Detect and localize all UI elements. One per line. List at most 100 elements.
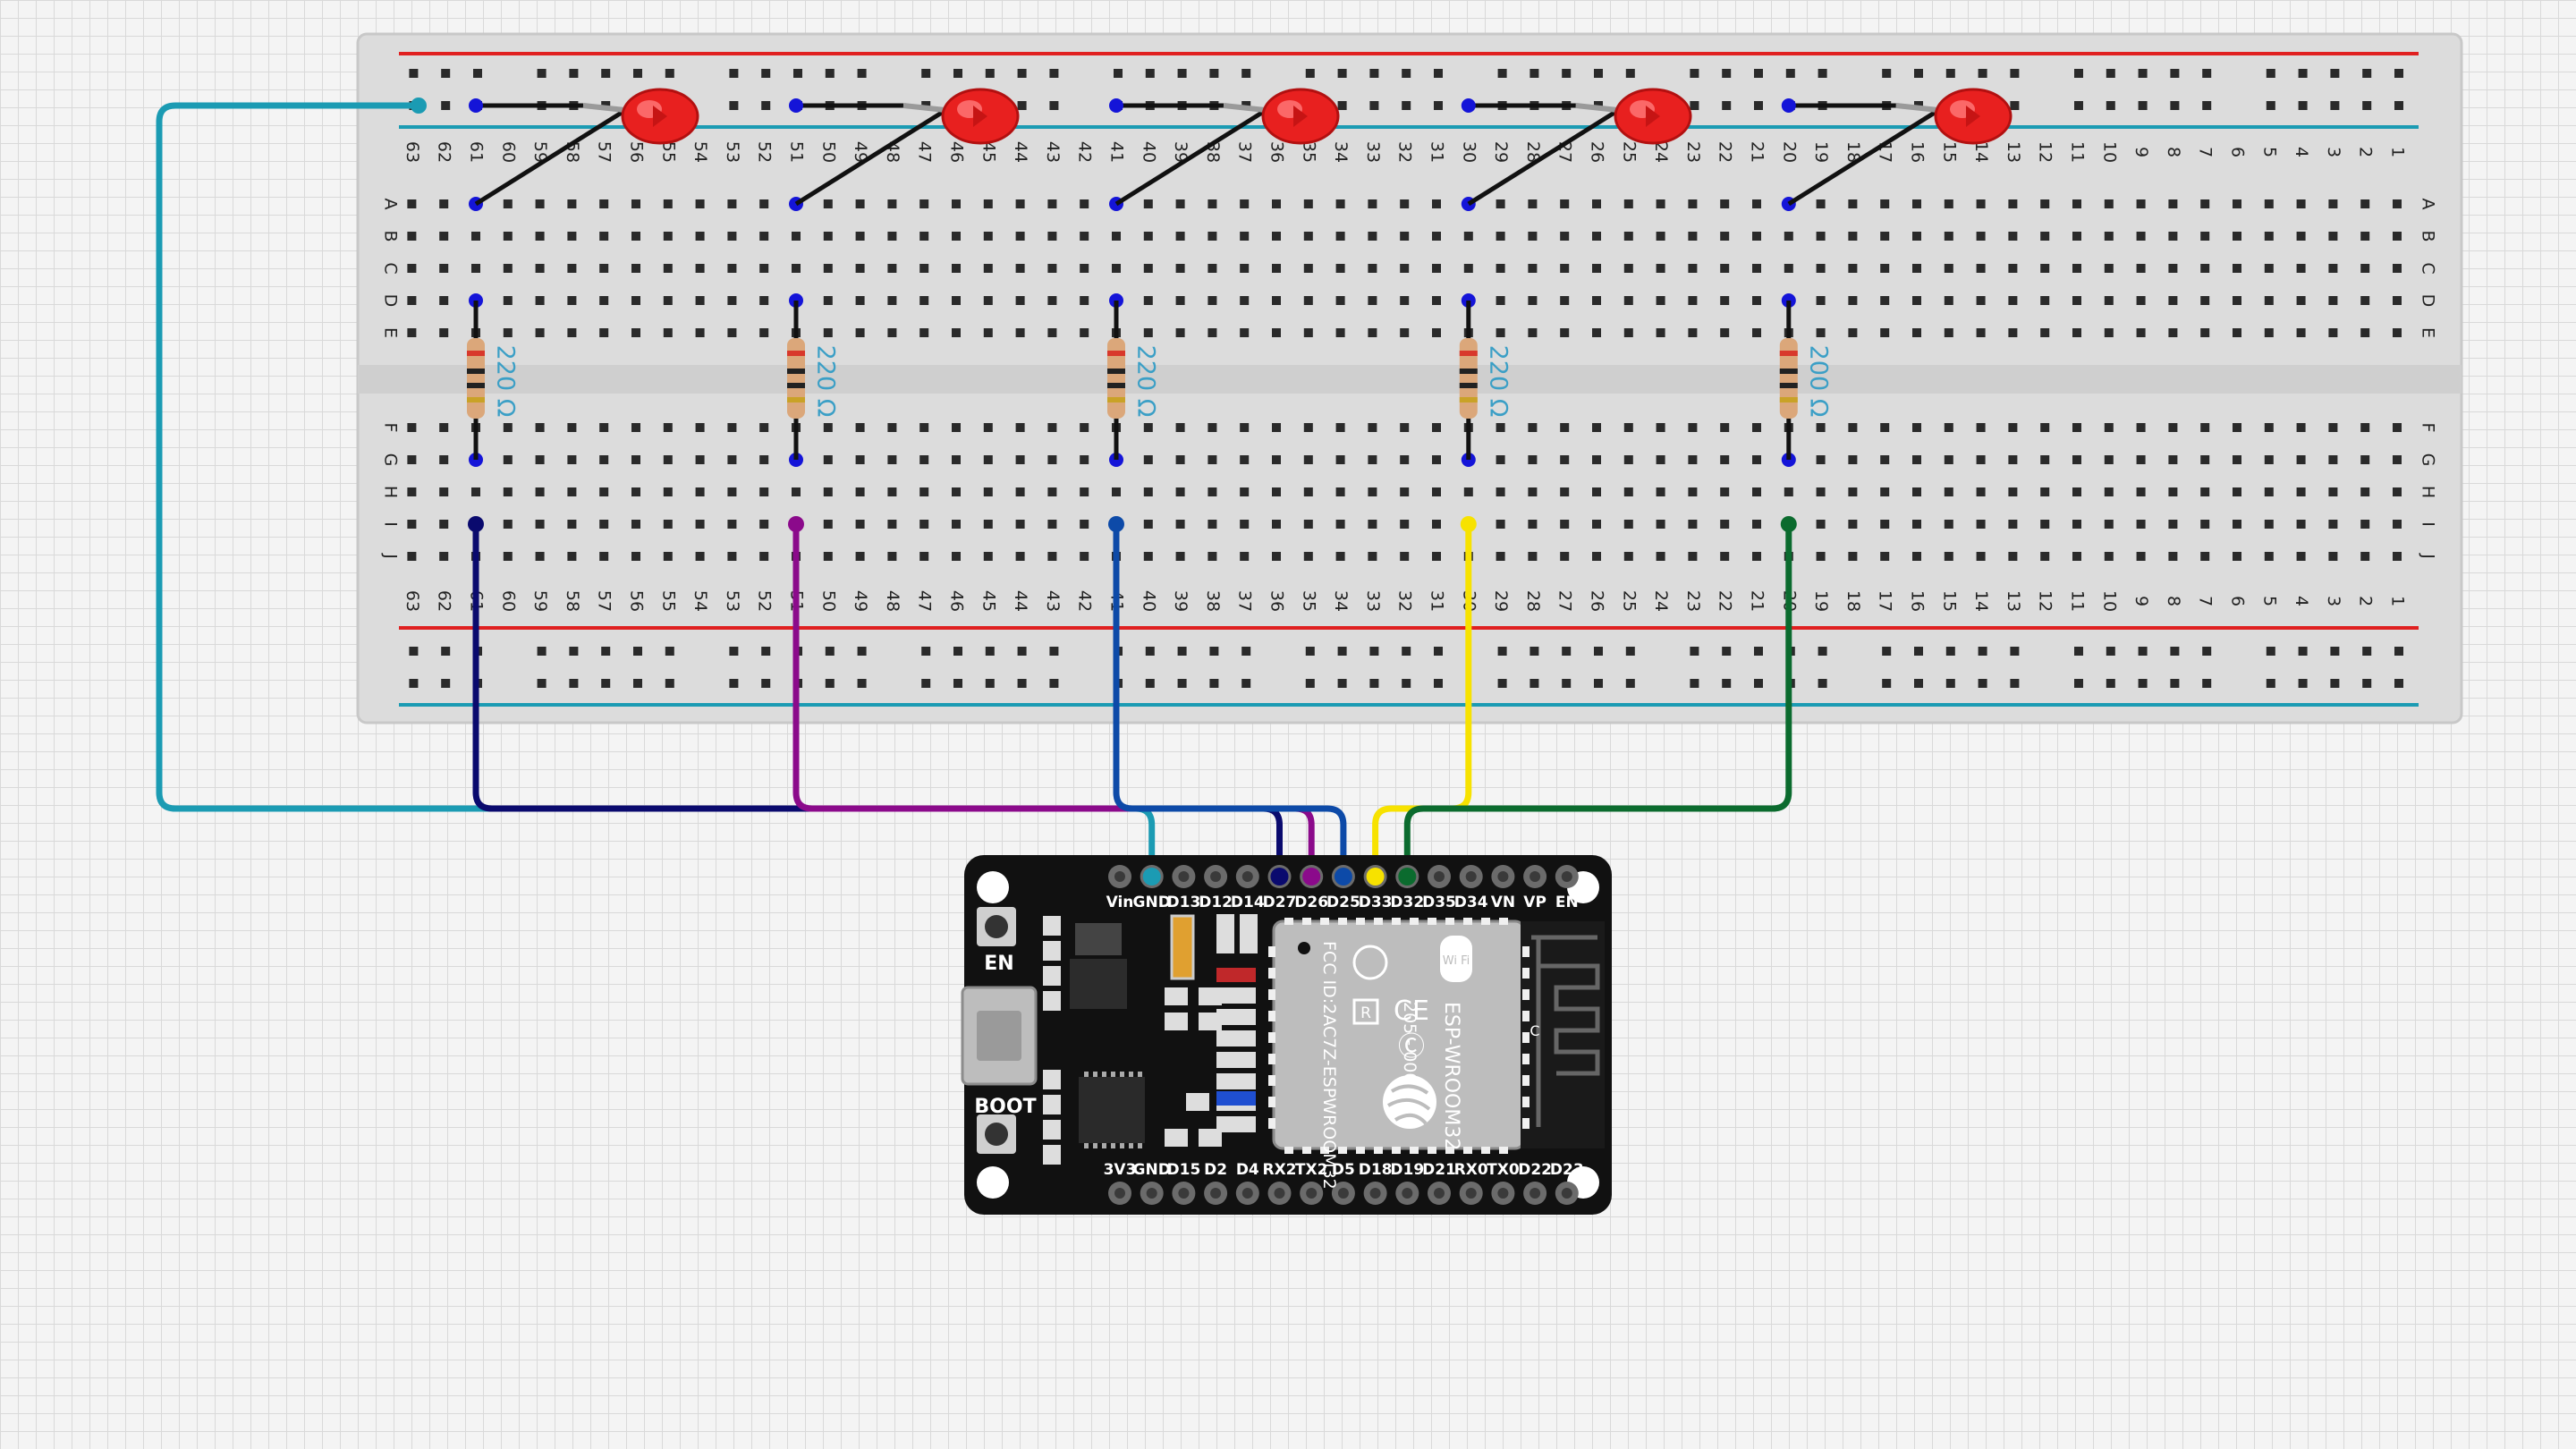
voltage-regulator	[1070, 959, 1127, 1009]
rail-hole	[1914, 69, 1923, 78]
breadboard-hole	[1816, 423, 1826, 432]
breadboard-hole	[1656, 552, 1665, 561]
column-number: 44	[1011, 590, 1030, 612]
breadboard-hole	[1143, 552, 1153, 561]
breadboard-hole	[1143, 264, 1153, 273]
breadboard-hole	[1015, 455, 1025, 464]
row-letter-b: B	[381, 230, 401, 242]
breadboard-hole	[1208, 264, 1217, 273]
breadboard-hole	[631, 232, 640, 241]
breadboard-hole	[1143, 296, 1153, 305]
rail-hole	[1690, 679, 1699, 688]
resistor-band	[1107, 383, 1125, 388]
signal-wire-pin-dot	[1398, 868, 1417, 886]
breadboard-hole	[1752, 264, 1761, 273]
rail-hole	[761, 69, 771, 78]
breadboard-hole	[2104, 199, 2114, 208]
breadboard-hole	[1976, 455, 1986, 464]
column-number: 18	[1843, 141, 1863, 163]
rail-hole	[2394, 101, 2403, 110]
breadboard-hole	[855, 232, 865, 241]
breadboard-hole	[1560, 328, 1570, 337]
rail-hole	[1594, 647, 1603, 656]
breadboard-hole	[1623, 328, 1633, 337]
breadboard-hole	[1143, 328, 1153, 337]
bottom-pin-label: RX0	[1454, 1161, 1488, 1179]
breadboard-hole	[2040, 199, 2050, 208]
resistor-band	[1459, 383, 1478, 388]
breadboard-hole	[535, 328, 545, 337]
top-pin-label: D34	[1454, 894, 1488, 911]
breadboard-hole	[407, 296, 417, 305]
ce-mark: CE	[1394, 996, 1429, 1027]
breadboard-hole	[1752, 520, 1761, 529]
rail-hole	[1690, 101, 1699, 110]
led-mark	[653, 106, 667, 127]
breadboard-hole	[1432, 552, 1441, 561]
signal-wire-3	[1113, 524, 1347, 877]
header-pin-hole	[1561, 1188, 1572, 1199]
rail-hole	[729, 101, 739, 110]
breadboard-hole	[1463, 487, 1473, 496]
breadboard-hole	[1688, 520, 1698, 529]
breadboard-hole	[1080, 520, 1089, 529]
breadboard-hole	[823, 520, 833, 529]
breadboard-hole	[1592, 552, 1601, 561]
breadboard-hole	[759, 199, 769, 208]
rail-hole	[1497, 679, 1507, 688]
breadboard-hole	[1463, 232, 1473, 241]
rail-hole	[1978, 679, 1987, 688]
module-pad	[1268, 1011, 1275, 1021]
column-number: 50	[818, 141, 838, 163]
usb-uart-chip	[1079, 1077, 1145, 1143]
column-number: 35	[1299, 590, 1318, 612]
breadboard-hole	[2040, 552, 2050, 561]
column-number: 18	[1843, 590, 1863, 612]
header-pin-hole	[1530, 871, 1541, 882]
rail-hole	[1625, 647, 1635, 656]
header-pin-hole	[1274, 1188, 1285, 1199]
breadboard-hole	[439, 232, 449, 241]
breadboard-hole	[407, 264, 417, 273]
rail-hole	[1625, 69, 1635, 78]
breadboard-hole	[1368, 487, 1377, 496]
breadboard-hole	[952, 520, 961, 529]
breadboard-hole	[2393, 328, 2402, 337]
breadboard-hole	[1496, 455, 1505, 464]
breadboard-hole	[727, 232, 737, 241]
breadboard-hole	[1175, 423, 1185, 432]
breadboard-hole	[1496, 264, 1505, 273]
module-pad	[1284, 1147, 1293, 1154]
rail-hole	[1497, 647, 1507, 656]
breadboard-hole	[1912, 296, 1921, 305]
rail-hole	[409, 679, 419, 688]
breadboard-hole	[727, 264, 737, 273]
column-number: 39	[1171, 141, 1191, 163]
breadboard-hole	[663, 232, 673, 241]
rail-hole	[2362, 679, 2372, 688]
module-pad	[1338, 918, 1347, 925]
rail-hole	[2330, 101, 2340, 110]
column-number: 11	[2068, 141, 2088, 163]
breadboard-hole	[1208, 423, 1217, 432]
bottom-pin-label: D22	[1518, 1161, 1552, 1179]
top-pin-label: D14	[1231, 894, 1265, 911]
breadboard-hole	[599, 455, 609, 464]
header-pin-hole	[1178, 871, 1190, 882]
header-pin-hole	[1434, 871, 1445, 882]
column-number: 8	[2164, 147, 2183, 157]
breadboard-hole	[1880, 199, 1890, 208]
breadboard-hole	[2168, 552, 2178, 561]
column-number: 43	[1043, 141, 1063, 163]
rail-hole	[2170, 69, 2180, 78]
rail-connection-dot	[1109, 98, 1123, 113]
rail-hole	[1114, 69, 1123, 78]
column-number: 46	[947, 141, 967, 163]
breadboard-hole	[471, 232, 480, 241]
breadboard-hole	[1335, 455, 1345, 464]
breadboard-hole	[2168, 296, 2178, 305]
breadboard-hole	[2233, 423, 2241, 432]
breadboard-hole	[1912, 264, 1921, 273]
rail-hole	[537, 679, 547, 688]
breadboard-hole	[2040, 487, 2050, 496]
